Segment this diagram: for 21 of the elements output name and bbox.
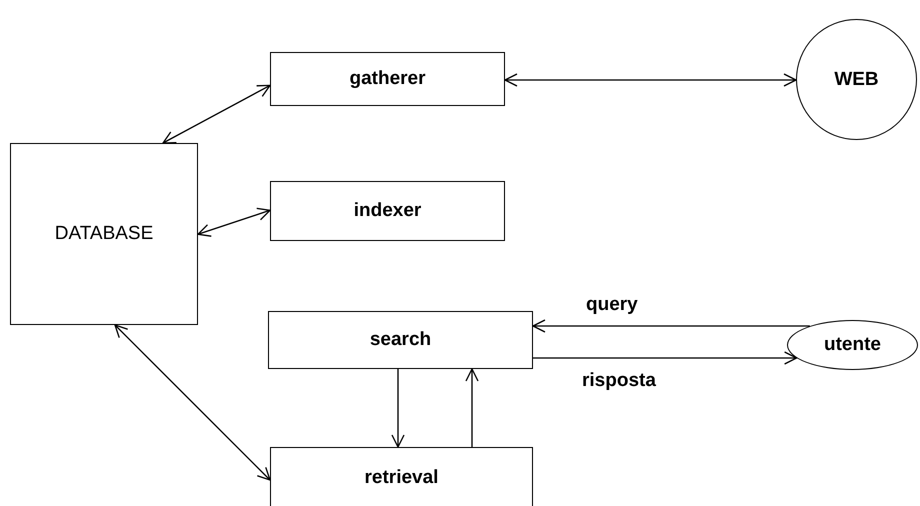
arrow — [533, 351, 798, 365]
process-box — [270, 447, 533, 506]
arrow — [162, 84, 271, 144]
node-label: DATABASE — [54, 223, 154, 245]
arrow — [391, 369, 405, 448]
arrow — [504, 73, 797, 87]
node-label: search — [370, 329, 432, 351]
arrow — [197, 208, 271, 237]
process-box — [270, 181, 505, 241]
node-label: utente — [824, 334, 881, 356]
process-box — [268, 311, 533, 369]
node-label: gatherer — [349, 68, 426, 90]
arrow — [114, 324, 271, 481]
process-box — [270, 52, 505, 106]
arrow — [532, 319, 810, 333]
node-label: indexer — [354, 200, 422, 222]
node-label: retrieval — [364, 467, 438, 489]
node-label: WEB — [834, 68, 879, 90]
process-box — [10, 143, 198, 325]
edge-label: risposta — [580, 370, 658, 392]
arrow — [465, 368, 479, 447]
